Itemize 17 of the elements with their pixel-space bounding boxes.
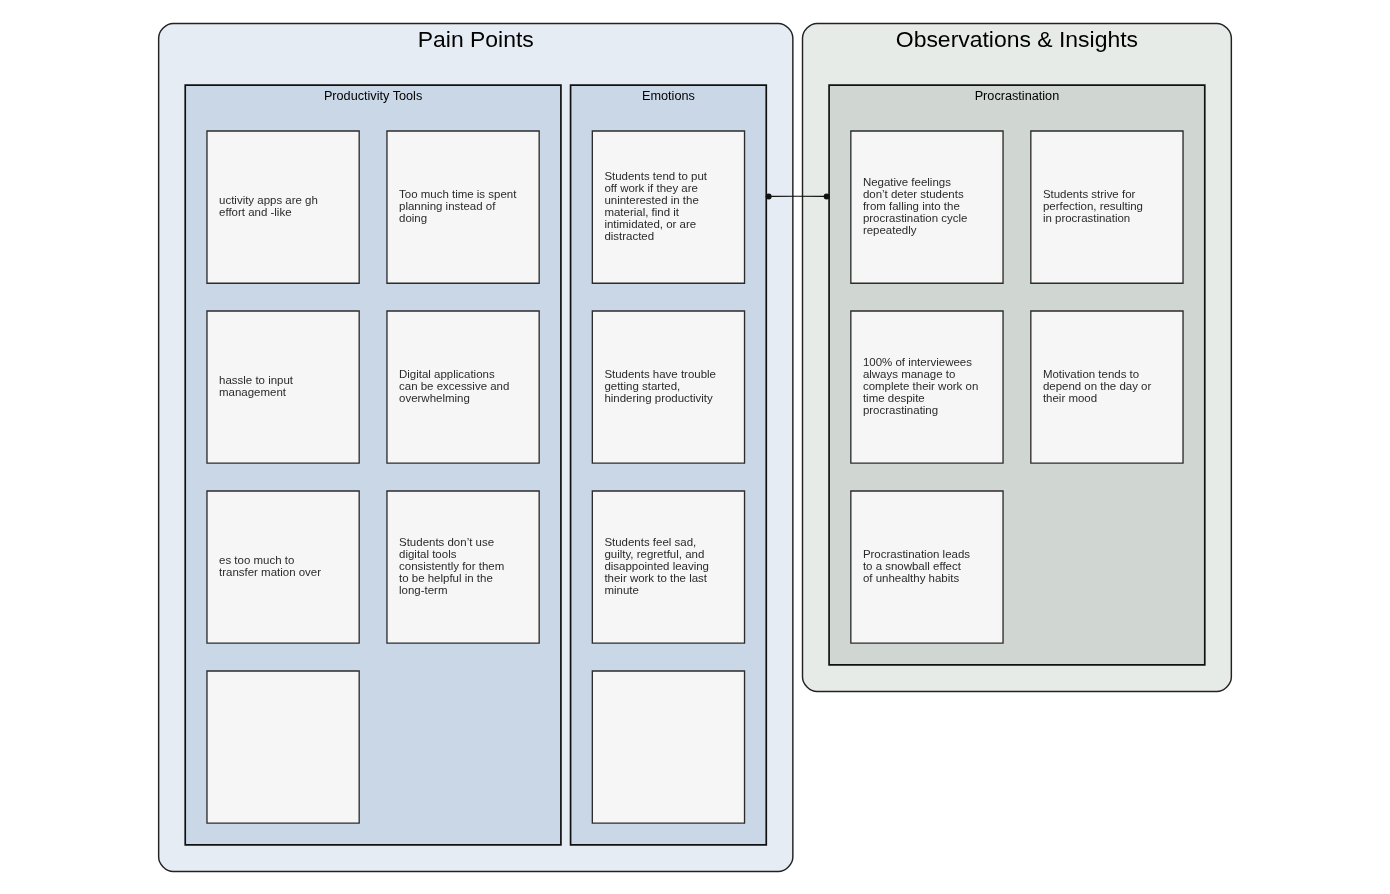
node-box: uctivity apps are gh effort and -like bbox=[206, 129, 360, 284]
node-box: Students tend to put off work if they are uninterested in the material, find it intimidated, or are distracted bbox=[591, 129, 746, 284]
node-box: es too much to transfer mation over bbox=[206, 489, 360, 644]
node-box bbox=[591, 669, 746, 824]
node-box: Digital applications can be excessive and overwhelming bbox=[386, 309, 540, 464]
node-box: Students have trouble getting started, hindering productivity bbox=[591, 309, 746, 464]
node-box: Students don’t use digital tools consistently for them to be helpful in the long-term bbox=[386, 489, 540, 644]
node-box: 100% of interviewees always manage to complete their work on time despite procrastinating bbox=[850, 309, 1004, 464]
node-box: hassle to input management bbox=[206, 309, 360, 464]
node-box: Negative feelings don’t deter students from falling into the procrastination cycle repeatedly bbox=[850, 129, 1004, 284]
node-box bbox=[206, 669, 360, 824]
connector bbox=[765, 192, 830, 199]
node-box: Too much time is spent planning instead of doing bbox=[386, 129, 540, 284]
node-box: Students strive for perfection, resulting in procrastination bbox=[1030, 129, 1184, 284]
node-box: Students feel sad, guilty, regretful, and disappointed leaving their work to the last minute bbox=[591, 489, 746, 644]
node-box: Procrastination leads to a snowball effect of unhealthy habits bbox=[850, 489, 1004, 644]
node-box: Motivation tends to depend on the day or their mood bbox=[1030, 309, 1184, 464]
